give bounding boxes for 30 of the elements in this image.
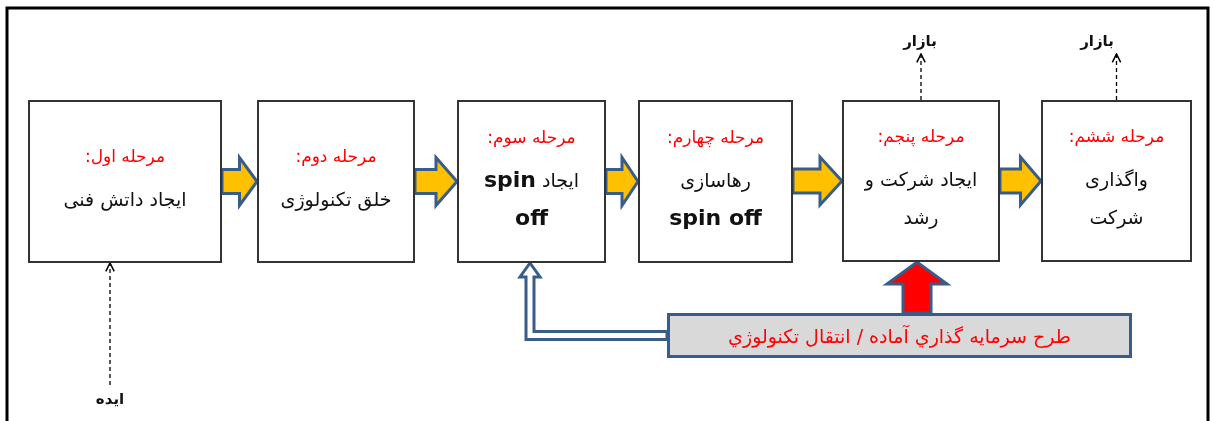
elbow-arrow	[517, 260, 669, 341]
block-arrow	[220, 152, 259, 211]
dashed-arrow	[1111, 53, 1122, 101]
stage-heading: مرحله سوم:	[487, 126, 576, 147]
bare-label: ایده	[80, 385, 140, 413]
bare-label: بازار	[1062, 28, 1132, 54]
stage-box	[638, 100, 793, 263]
dashed-arrow	[916, 53, 926, 101]
stage-text: واگذاری شرکت	[1084, 167, 1149, 231]
stage-box	[28, 100, 222, 263]
stage-text: خلق تکنولوژی	[279, 186, 393, 213]
block-arrow	[882, 260, 952, 315]
stage-heading: مرحله ششم:	[1068, 126, 1165, 146]
stage-heading: مرحله دوم:	[295, 145, 377, 166]
stage-box	[1041, 100, 1192, 262]
block-arrow	[413, 153, 459, 210]
plan-box: طرح سرمايه گذاري آماده / انتقال تکنولوژي	[667, 313, 1132, 358]
stage-text: ایجاد شرکت و رشد	[863, 167, 979, 231]
block-arrow	[604, 152, 640, 211]
stage-heading: مرحله اول:	[84, 145, 166, 166]
stage-box	[457, 100, 606, 263]
stage-heading: مرحله چهارم:	[666, 126, 765, 147]
block-arrow	[998, 152, 1043, 210]
dashed-arrow	[105, 262, 115, 386]
stage-box	[257, 100, 415, 263]
stage-box	[842, 100, 1000, 262]
stage-text: ایجاد داتش فنی	[62, 186, 188, 213]
block-arrow	[791, 153, 845, 209]
stage-heading: مرحله پنجم:	[877, 126, 965, 146]
bare-label: بازار	[885, 28, 955, 54]
